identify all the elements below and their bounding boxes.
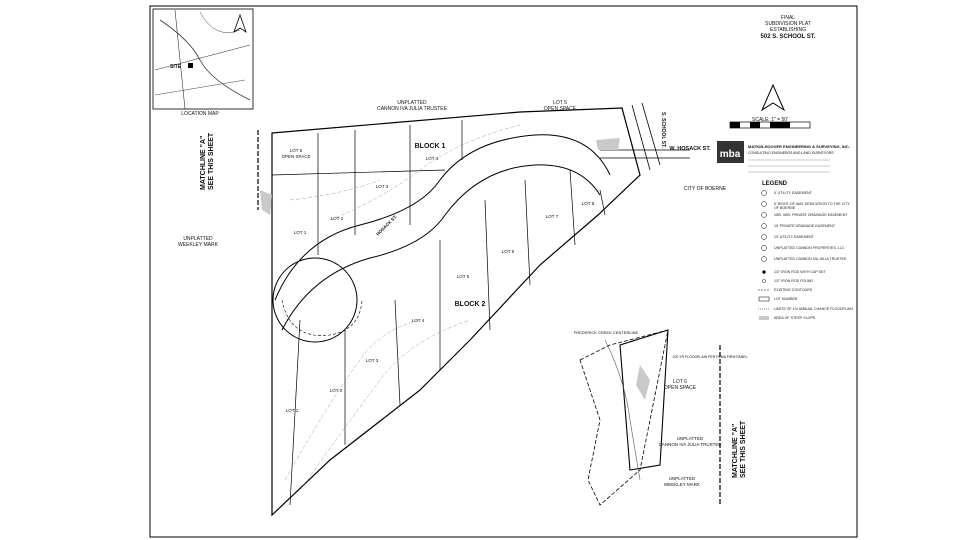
title-line4: 502 S. SCHOOL ST.: [760, 34, 816, 40]
inset-unplatted-label: UNPLATTED: [677, 436, 704, 441]
legend-item: VAR. WID. PRIVATE DRAINAGE EASEMENT: [774, 213, 848, 217]
city-boerne-label: CITY OF BOERNE: [684, 186, 727, 192]
open-space-label: OPEN SPACE: [544, 106, 577, 112]
legend-item: 10' UTILITY EASEMENT: [774, 235, 814, 239]
block2-lot6-label: LOT 6: [502, 249, 515, 254]
scale-bar: [729, 121, 811, 129]
legend-item: 1/2" IRON ROD WITH CAP SET: [774, 270, 826, 274]
block1-lot3-label: LOT 3: [376, 184, 389, 189]
weekley-label: WEEKLEY MARK: [178, 242, 219, 248]
steep-slope-areas: [260, 138, 650, 400]
block2-lot5-label: LOT 5: [457, 274, 470, 279]
lot5-open-label: LOT 5: [553, 100, 567, 106]
legend-item: LIMITS OF 1% ANNUAL CHANCE FLOODPLAIN: [774, 307, 853, 311]
block2-lot7-label: LOT 7: [546, 214, 559, 219]
legend-item: UNPLATTED CANNON IVA JULIA TRUSTEE: [774, 257, 847, 261]
unplatted-top-label: UNPLATTED: [397, 100, 427, 106]
block1-lot4-label: LOT 4: [426, 156, 439, 161]
block2-lot4-label: LOT 4: [412, 318, 425, 323]
matchline-right-label: MATCHLINE "A": [732, 424, 739, 478]
firm-address-lines: [748, 159, 830, 173]
firm-logo-text: mba: [720, 149, 741, 160]
north-arrow-icon: [760, 83, 786, 112]
title-line1: FINAL: [780, 15, 796, 21]
block1-lot-lines: [271, 120, 463, 255]
inset-open-space-label: OPEN SPACE: [664, 385, 697, 391]
school-street-label: S. SCHOOL ST.: [660, 112, 666, 149]
hosack-street-label: W. HOSACK ST.: [669, 146, 711, 152]
legend-item: AREA OF STEEP SLOPE: [774, 316, 816, 320]
inset-flood-label: 100 YR FLOODPLAIN PER FEMA FIRM PANEL: [672, 355, 747, 359]
inset-detail: [579, 329, 721, 506]
sheet-border: [149, 5, 858, 538]
street-edge-upper: [274, 134, 611, 301]
scale-label: SCALE: 1" = 50': [752, 117, 788, 123]
plat-boundary: [271, 107, 641, 517]
cannon-top-label: CANNON IVA JULIA TRUSTEE: [377, 106, 447, 112]
firm-logo: [717, 141, 744, 163]
block2-lot2-label: LOT 2: [330, 388, 343, 393]
block2-label: BLOCK 2: [455, 301, 486, 308]
inset-weekley-label: WEEKLEY MARK: [664, 482, 700, 487]
contour-lines: [284, 124, 521, 491]
cul-de-sac-easement: [281, 299, 363, 336]
see-sheet-right-label: SEE THIS SHEET: [740, 420, 747, 478]
legend-symbols: [758, 190, 770, 320]
block2-lot3-label: LOT 3: [366, 358, 379, 363]
legend-item: 5' UTILITY EASEMENT: [774, 191, 812, 195]
firm-name: MATKIN-HOOVER ENGINEERING & SURVEYING, I…: [748, 144, 850, 149]
block1-lot1-label: LOT 1: [294, 230, 307, 235]
location-map-label: LOCATION MAP: [181, 111, 219, 117]
block2-lot8-label: LOT 8: [582, 201, 595, 206]
inset-lot6-label: LOT 6: [673, 379, 687, 385]
block1-label: BLOCK 1: [415, 143, 446, 150]
firm-subtitle: CONSULTING ENGINEERS AND LAND SURVEYORS: [748, 151, 834, 155]
unplatted-left-label: UNPLATTED: [183, 236, 213, 242]
legend-title: LEGEND: [762, 181, 788, 187]
legend-item: EXISTING CONTOURS: [774, 288, 813, 292]
block2-lot-lines: [289, 169, 606, 506]
legend-item: LOT NUMBER: [774, 297, 798, 301]
title-line3: ESTABLISHING: [769, 27, 807, 33]
block1-lot6-label: LOT 6: [290, 148, 303, 153]
inset-creek-label: FREDERICK CREEK CENTERLINE: [574, 330, 639, 335]
block2-lot1-label: LOT 1: [286, 408, 299, 413]
inset-cannon-label: CANNON IVA JULIA TRUSTEE: [659, 442, 722, 447]
legend-item: 1/2" IRON ROD FOUND: [774, 279, 814, 283]
street-edge-lower: [281, 164, 601, 331]
legend-item: 5' RIGHT-OF-WAY DEDICATION TO THE CITY O…: [774, 202, 850, 210]
block1-lot2-label: LOT 2: [331, 216, 344, 221]
title-line2: SUBDIVISION PLAT: [765, 21, 811, 27]
block1-open-space-label: OPEN SPACE: [282, 154, 311, 159]
matchline-left-label: MATCHLINE "A": [200, 136, 207, 190]
site-label: SITE: [170, 64, 182, 70]
legend-item: UNPLATTED CANNON PROPERTIES, LLC: [774, 246, 845, 250]
location-map: [152, 8, 254, 110]
legend-item: 10' PRIVATE DRAINAGE EASEMENT: [774, 224, 836, 228]
cul-de-sac: [272, 257, 358, 343]
see-sheet-left-label: SEE THIS SHEET: [208, 132, 215, 190]
location-north-arrow-icon: [233, 13, 247, 33]
inset-unplatted2-label: UNPLATTED: [669, 476, 696, 481]
